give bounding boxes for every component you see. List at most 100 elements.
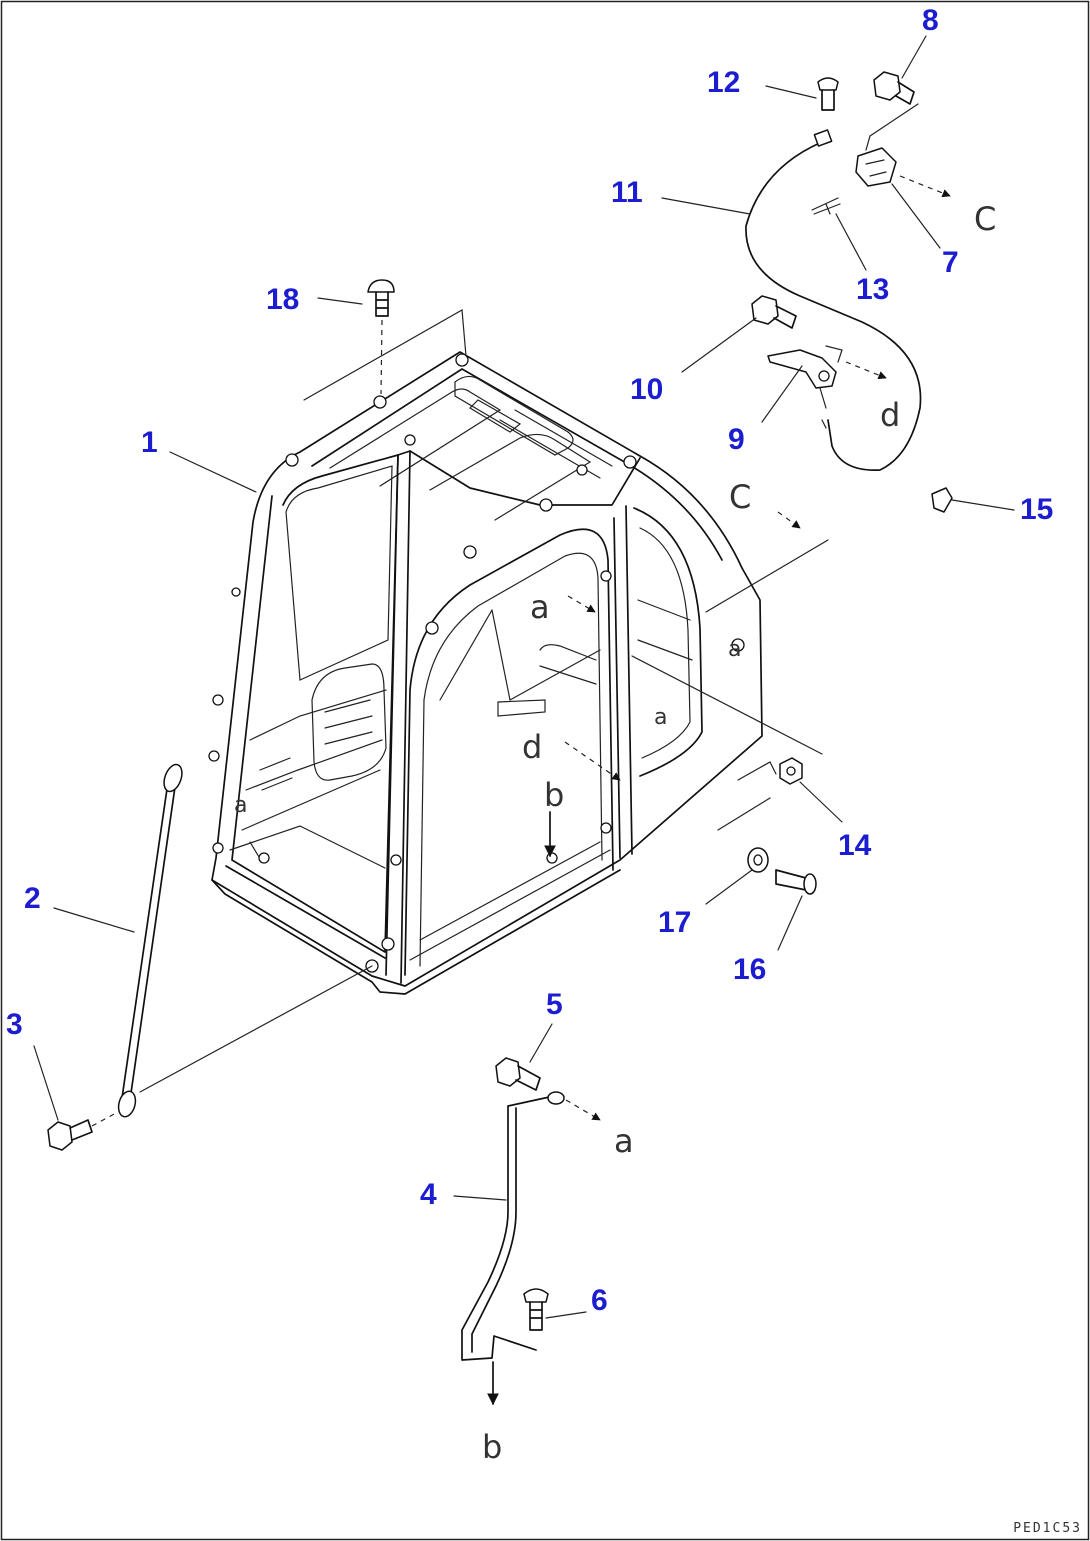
bolt-shank bbox=[895, 81, 915, 105]
ref-letter-c-top: C bbox=[974, 200, 996, 238]
ref-letter-d-door: d bbox=[522, 728, 542, 766]
frame-hole bbox=[231, 587, 241, 597]
callout-14: 14 bbox=[838, 829, 872, 862]
callout-4: 4 bbox=[420, 1178, 437, 1211]
part-12-pin bbox=[817, 77, 839, 111]
part-5-bolt bbox=[495, 1057, 541, 1091]
part-10-bolt bbox=[751, 295, 797, 329]
leader-line-14 bbox=[799, 781, 843, 823]
bolt-shank bbox=[69, 1119, 93, 1141]
callout-15: 15 bbox=[1020, 493, 1053, 526]
bolt-head bbox=[873, 71, 901, 101]
part-4-bent-stay bbox=[461, 1091, 601, 1406]
leader-line-2 bbox=[53, 907, 135, 933]
arrow-d-door bbox=[564, 741, 621, 781]
cab-outer-outline bbox=[211, 351, 763, 987]
bolt-shank bbox=[375, 291, 389, 317]
part-15-clip bbox=[931, 487, 953, 513]
rear-panel-slots bbox=[539, 599, 693, 685]
side-phantom-line bbox=[705, 539, 829, 613]
reference-arrows bbox=[544, 511, 801, 858]
roof-rib-1 bbox=[329, 388, 502, 487]
callout-2: 2 bbox=[24, 882, 41, 915]
ref-letter-a-front: a bbox=[234, 793, 247, 818]
lower-phantom-line bbox=[717, 761, 777, 831]
frame-hole bbox=[600, 822, 612, 834]
ref-letter-a-door: a bbox=[530, 588, 550, 626]
leader-line-11 bbox=[661, 197, 751, 215]
leader-line-17 bbox=[705, 869, 753, 905]
ref-letter-b-door: b bbox=[544, 776, 564, 814]
frame-hole bbox=[425, 621, 439, 635]
bolt-shank bbox=[775, 869, 807, 891]
clamp-tab bbox=[819, 345, 843, 429]
frame-hole bbox=[576, 464, 588, 476]
part-7-clip bbox=[855, 147, 951, 198]
stay-phantom-line bbox=[139, 965, 373, 1093]
leader-line-8 bbox=[901, 35, 927, 79]
leader-line-18 bbox=[317, 297, 363, 305]
rear-window-outer bbox=[633, 507, 703, 777]
part-18-bolt bbox=[367, 279, 395, 395]
front-panel-slots bbox=[259, 699, 373, 791]
arrow-a-door bbox=[567, 595, 596, 613]
windshield-lower-frame bbox=[241, 689, 387, 831]
frame-hole bbox=[285, 453, 299, 467]
door-floor-edge bbox=[409, 841, 611, 961]
callout-9: 9 bbox=[728, 423, 745, 456]
leader-lines bbox=[33, 35, 1015, 1319]
ref-letter-a-side: a bbox=[728, 637, 741, 662]
leader-line-9 bbox=[761, 365, 803, 423]
phantom-lines bbox=[139, 309, 829, 1093]
callout-17: 17 bbox=[658, 906, 691, 939]
frame-hole bbox=[373, 395, 387, 409]
cab-floor-frame bbox=[211, 865, 621, 995]
door-inner-strut bbox=[439, 609, 601, 717]
bent-stay-axis-a bbox=[565, 1099, 601, 1121]
frame-hole bbox=[546, 852, 558, 864]
leader-line-7 bbox=[891, 183, 941, 249]
arrow-c-mid bbox=[777, 511, 801, 529]
roof-rib-3 bbox=[469, 399, 522, 433]
part-13-tie bbox=[811, 197, 841, 215]
nut-hole bbox=[786, 766, 796, 776]
pin-shank bbox=[821, 89, 835, 111]
frame-hole bbox=[455, 353, 469, 367]
frame-hole bbox=[404, 434, 416, 446]
roof-rib-2 bbox=[454, 375, 574, 456]
frame-hole bbox=[258, 852, 270, 864]
front-right-pillar bbox=[385, 450, 411, 984]
leader-line-13 bbox=[835, 213, 867, 271]
tie-body bbox=[811, 197, 841, 215]
rear-window-inner bbox=[639, 527, 691, 759]
part-1-cab-frame bbox=[208, 351, 763, 995]
windshield-inner-frame bbox=[285, 465, 393, 681]
frame-hole bbox=[212, 694, 224, 706]
windshield-outer-frame bbox=[231, 454, 399, 953]
clip-body bbox=[855, 147, 897, 187]
part-11-cable bbox=[745, 103, 922, 471]
callout-7: 7 bbox=[942, 246, 959, 279]
stay-rod-top-eye bbox=[163, 763, 183, 793]
bolt-shank bbox=[529, 1301, 543, 1331]
part-9-clamp bbox=[767, 345, 887, 429]
clip-detail bbox=[865, 159, 887, 177]
drawing-code: PED1C53 bbox=[1013, 1521, 1082, 1536]
callout-11: 11 bbox=[611, 176, 643, 209]
callout-18: 18 bbox=[266, 283, 299, 316]
ref-letter-b-rod: b bbox=[482, 1428, 502, 1466]
frame-hole bbox=[381, 937, 395, 951]
frame-hole bbox=[212, 842, 224, 854]
frame-hole bbox=[623, 455, 637, 469]
leader-line-5 bbox=[529, 1023, 553, 1063]
callout-8: 8 bbox=[922, 4, 939, 37]
bolt-axis bbox=[91, 1111, 119, 1127]
callout-16: 16 bbox=[733, 953, 766, 986]
bolt-axis bbox=[380, 319, 383, 395]
part-2-stay-rod bbox=[117, 763, 183, 1118]
part-16-bolt bbox=[775, 869, 817, 895]
stay-rod-bottom-eye bbox=[117, 1090, 137, 1118]
bolt-head bbox=[367, 279, 395, 293]
leader-line-12 bbox=[765, 85, 817, 99]
leader-line-4 bbox=[453, 1195, 507, 1201]
